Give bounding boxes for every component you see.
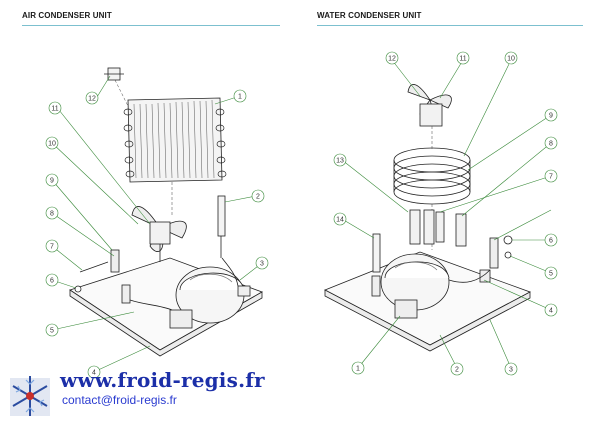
water-callout-14: 14 [336,217,344,224]
air-callout-12: 12 [88,96,96,103]
water-callout-6: 6 [549,238,553,245]
water-condenser-coil [393,147,471,205]
air-title-rule [22,25,280,26]
water-title-rule [317,25,583,26]
air-fan [131,206,187,262]
air-callout-3: 3 [260,261,264,268]
air-callout-6: 6 [50,278,54,285]
water-compressor [380,253,450,319]
water-callout-7: 7 [549,174,553,181]
water-callout-4: 4 [549,308,553,315]
water-callout-10: 10 [507,56,515,63]
water-callout-12: 12 [388,56,396,63]
air-callout-11: 11 [51,106,58,113]
air-callout-4-group: 4 [87,345,151,379]
air-callout-5: 5 [50,328,54,335]
water-callout-2: 2 [455,367,459,374]
air-receiver-parts [74,249,239,311]
water-callouts: 1 2 3 4 5 6 7 8 9 10 11 12 13 14 [333,51,558,376]
water-callout-9: 9 [549,113,553,120]
air-condenser-coil [123,97,227,183]
air-base-plate-edge [69,289,263,357]
water-valves [409,209,467,247]
air-callout-2: 2 [256,194,260,201]
water-filter-drier [371,233,381,297]
water-callout-5: 5 [549,271,553,278]
air-callout-4: 4 [92,370,96,377]
water-fan [407,84,452,127]
water-callout-3: 3 [509,367,513,374]
snowflake-logo-icon [10,376,50,416]
air-filter-drier [217,195,226,258]
air-callouts: 1 2 3 5 6 7 8 9 10 11 12 [45,89,269,337]
air-unit-drawing [69,67,263,357]
air-callout-7: 7 [50,244,54,251]
air-callout-1: 1 [238,94,242,101]
contact-email-link[interactable]: contact@froid-regis.fr [62,393,177,407]
air-compressor [169,266,251,329]
water-base-plate-edge [324,289,531,352]
water-callout-11: 11 [459,56,466,63]
air-part-12 [104,67,124,81]
water-callout-13: 13 [336,158,344,165]
air-callout-9: 9 [50,178,54,185]
air-callout-10: 10 [48,141,56,148]
water-side-parts [448,235,513,283]
air-callout-8: 8 [50,211,54,218]
water-unit-drawing [324,84,531,352]
water-callout-8: 8 [549,141,553,148]
air-condenser-title: AIR CONDENSER UNIT [22,11,112,20]
water-leader-lines [341,59,552,369]
water-callout-1: 1 [356,366,360,373]
website-link[interactable]: www.froid-regis.fr [60,368,265,392]
water-condenser-title: WATER CONDENSER UNIT [317,11,422,20]
